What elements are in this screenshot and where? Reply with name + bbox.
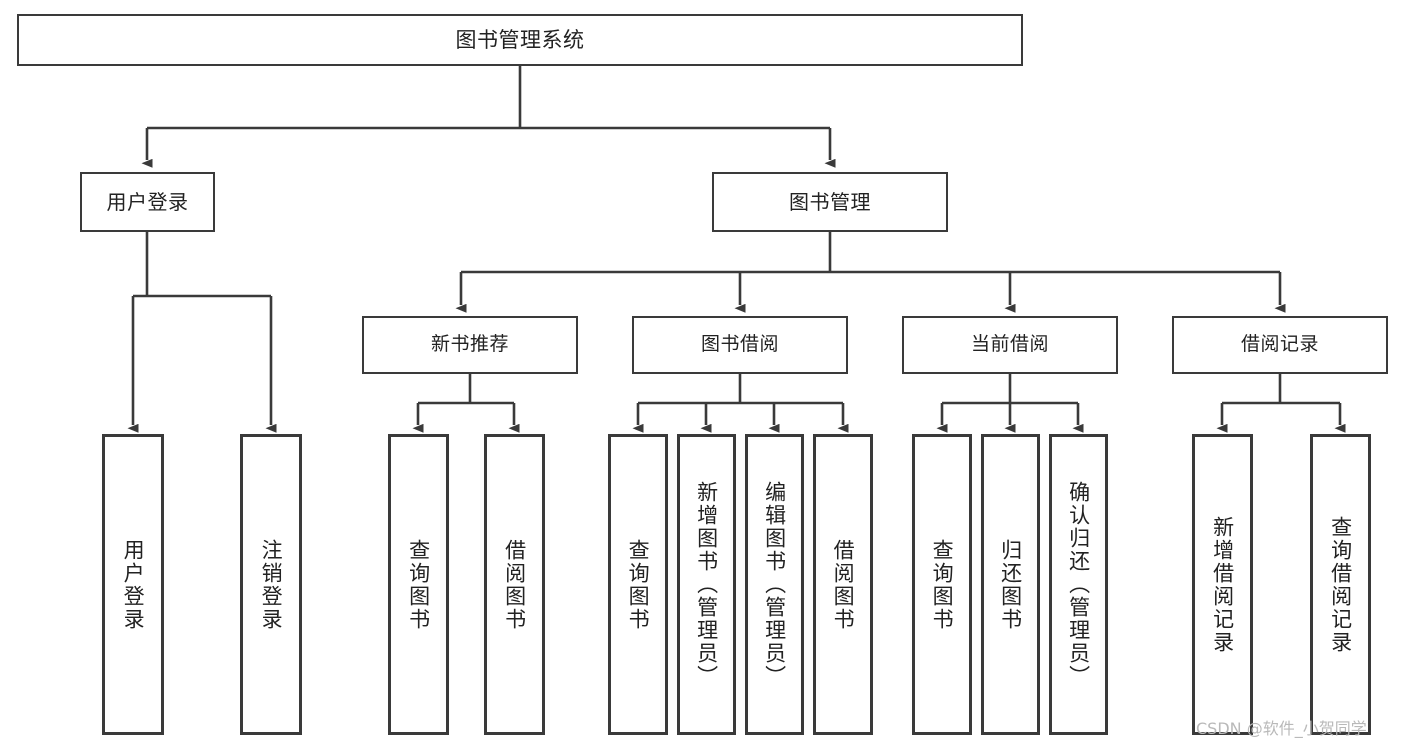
node-root-book-management-system[interactable]: 图书管理系统 xyxy=(17,14,1023,66)
leaf-book-borrow-add-book-admin[interactable]: 新增图书（管理员） xyxy=(677,434,736,735)
node-new-book-recommend[interactable]: 新书推荐 xyxy=(362,316,578,374)
node-label: 用户登录 xyxy=(106,189,189,214)
node-label: 新增图书（管理员） xyxy=(694,481,719,688)
node-label: 用户登录 xyxy=(121,538,146,631)
leaf-new-book-borrow-book[interactable]: 借阅图书 xyxy=(484,434,545,735)
node-borrow-record[interactable]: 借阅记录 xyxy=(1172,316,1388,374)
node-book-borrow[interactable]: 图书借阅 xyxy=(632,316,848,374)
node-label: 借阅图书 xyxy=(831,538,856,631)
node-label: 图书管理系统 xyxy=(455,27,585,52)
leaf-book-borrow-edit-book-admin[interactable]: 编辑图书（管理员） xyxy=(745,434,804,735)
node-user-login[interactable]: 用户登录 xyxy=(80,172,215,232)
node-label: 借阅记录 xyxy=(1240,333,1319,356)
leaf-current-borrow-query-book[interactable]: 查询图书 xyxy=(912,434,972,735)
node-label: 归还图书 xyxy=(998,538,1023,631)
node-label: 新增借阅记录 xyxy=(1210,515,1235,654)
node-label: 注销登录 xyxy=(259,538,284,631)
leaf-borrow-record-add-record[interactable]: 新增借阅记录 xyxy=(1192,434,1253,735)
node-label: 新书推荐 xyxy=(430,333,509,356)
node-label: 编辑图书（管理员） xyxy=(762,481,787,688)
leaf-book-borrow-query-book[interactable]: 查询图书 xyxy=(608,434,668,735)
leaf-new-book-query-book[interactable]: 查询图书 xyxy=(388,434,449,735)
csdn-watermark: CSDN @软件_小贺同学 xyxy=(1196,719,1367,738)
node-label: 查询借阅记录 xyxy=(1328,515,1353,654)
leaf-user-login-logout[interactable]: 注销登录 xyxy=(240,434,302,735)
node-label: 借阅图书 xyxy=(502,538,527,631)
leaf-current-borrow-confirm-return-admin[interactable]: 确认归还（管理员） xyxy=(1049,434,1108,735)
node-current-borrow[interactable]: 当前借阅 xyxy=(902,316,1118,374)
leaf-book-borrow-borrow-book[interactable]: 借阅图书 xyxy=(813,434,873,735)
node-book-management[interactable]: 图书管理 xyxy=(712,172,948,232)
node-label: 确认归还（管理员） xyxy=(1066,481,1091,688)
node-label: 查询图书 xyxy=(406,538,431,631)
leaf-user-login-login[interactable]: 用户登录 xyxy=(102,434,164,735)
node-label: 查询图书 xyxy=(626,538,651,631)
node-label: 图书借阅 xyxy=(700,333,779,356)
node-label: 图书管理 xyxy=(789,189,871,214)
node-label: 查询图书 xyxy=(930,538,955,631)
leaf-current-borrow-return-book[interactable]: 归还图书 xyxy=(981,434,1040,735)
node-label: 当前借阅 xyxy=(970,333,1049,356)
leaf-borrow-record-query-record[interactable]: 查询借阅记录 xyxy=(1310,434,1371,735)
